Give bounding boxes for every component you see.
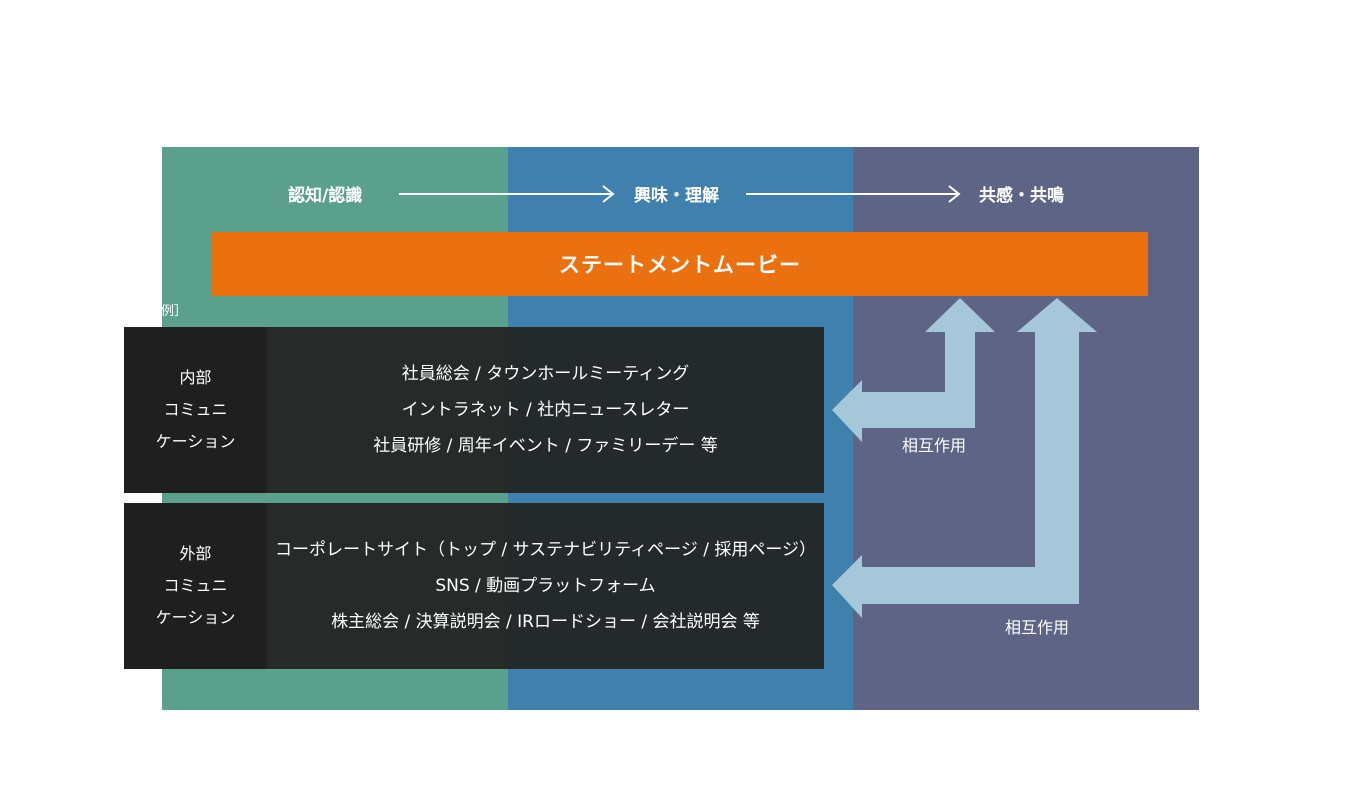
external-communication-items: コーポレートサイト（トップ / サステナビリティページ / 採用ページ） SNS… [267, 503, 824, 669]
mutual-arrow-internal [832, 298, 995, 442]
internal-communication-head: 内部 コミュニ ケーション [124, 327, 267, 493]
internal-item: イントラネット / 社内ニュースレター [401, 400, 690, 420]
internal-head-line: コミュニ [163, 400, 228, 419]
internal-head-line: 内部 [179, 368, 212, 387]
mutual-label-internal: 相互作用 [902, 436, 967, 455]
external-head-line: コミュニ [163, 576, 228, 595]
external-communication-panel: 外部 コミュニ ケーション コーポレートサイト（トップ / サステナビリティペー… [124, 503, 824, 669]
internal-communication-panel: 内部 コミュニ ケーション 社員総会 / タウンホールミーティング イントラネッ… [124, 327, 824, 493]
stage-arrow-2 [746, 185, 961, 203]
mutual-label-external: 相互作用 [1005, 618, 1070, 637]
example-label: ［施策例］ [122, 304, 188, 319]
internal-head-line: ケーション [155, 432, 236, 451]
stage-arrow-1 [399, 185, 615, 203]
internal-communication-items: 社員総会 / タウンホールミーティング イントラネット / 社内ニュースレター … [267, 327, 824, 493]
external-head-line: ケーション [155, 608, 236, 627]
stage-awareness: 認知/認識 [288, 186, 363, 206]
external-communication-head: 外部 コミュニ ケーション [124, 503, 267, 669]
mutual-arrow-external [832, 298, 1097, 618]
diagram-title: ステークホルダーの知覚 [591, 96, 768, 114]
internal-item: 社員総会 / タウンホールミーティング [401, 364, 690, 384]
stage-interest: 興味・理解 [634, 186, 719, 206]
external-item: コーポレートサイト（トップ / サステナビリティページ / 採用ページ） [274, 540, 817, 560]
external-item: SNS / 動画プラットフォーム [435, 576, 656, 596]
statement-movie-label: ステートメントムービー [559, 253, 801, 277]
external-item: 株主総会 / 決算説明会 / IRロードショー / 会社説明会 等 [331, 612, 760, 632]
stage-empathy: 共感・共鳴 [979, 186, 1064, 206]
external-head-line: 外部 [179, 544, 212, 563]
statement-movie-bar: ステートメントムービー [212, 232, 1148, 296]
internal-item: 社員研修 / 周年イベント / ファミリーデー 等 [373, 436, 718, 456]
